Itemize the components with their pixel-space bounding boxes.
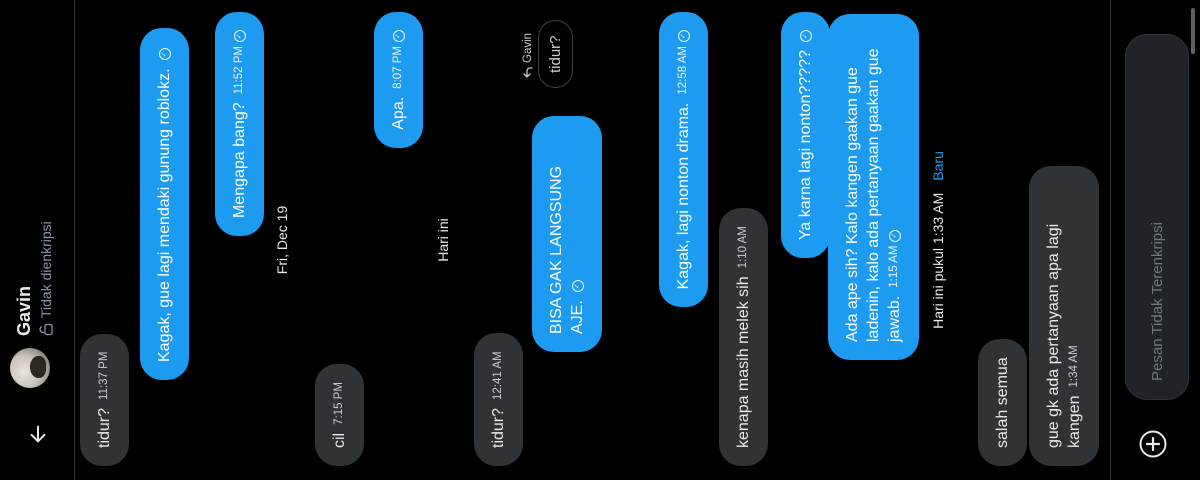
back-arrow-icon <box>30 425 46 443</box>
message-text: tidur? <box>490 407 507 448</box>
message-bubble-outgoing[interactable]: Apa. 8:07 PM ✓ <box>374 12 424 148</box>
message-text: Apa. <box>390 96 407 130</box>
reply-arrow-icon <box>523 67 533 78</box>
add-circle-icon <box>1139 430 1167 458</box>
read-check-icon: ✓ <box>571 280 584 293</box>
message-bubble-incoming[interactable]: tidur? 12:41 AM <box>474 333 524 466</box>
new-messages-divider: Hari ini pukul 1:33 AM Baru <box>930 0 946 480</box>
message-bubble-outgoing[interactable]: Ada ape sih? Kalo kangen gaakan gue lade… <box>828 14 920 360</box>
read-check-icon: ✓ <box>888 229 901 242</box>
read-check-icon: ✓ <box>158 48 171 61</box>
contact-avatar[interactable] <box>10 348 50 388</box>
message-text: Kagak, gue lagi mendaki gunung roblokz. <box>156 68 173 362</box>
message-time: 11:37 PM <box>98 351 111 400</box>
message-bubble-outgoing[interactable]: Ya karna lagi nonton????? ✓ <box>781 12 830 259</box>
date-divider: Hari ini <box>435 218 451 262</box>
read-check-icon: ✓ <box>233 30 246 42</box>
back-button[interactable] <box>18 414 58 454</box>
read-check-icon: ✓ <box>799 30 812 42</box>
contact-name[interactable]: Gavin <box>14 285 34 336</box>
scrollbar-thumb[interactable] <box>1191 8 1195 54</box>
read-check-icon: ✓ <box>392 30 405 42</box>
message-bubble-incoming[interactable]: kenapa masih melek sih 1:10 AM <box>719 208 769 466</box>
read-check-icon: ✓ <box>677 30 690 42</box>
message-bubble-incoming[interactable]: salah semua <box>978 339 1027 466</box>
message-bubble-incoming[interactable]: tidur? 11:37 PM <box>80 333 130 466</box>
new-badge: Baru <box>930 151 946 181</box>
encryption-status: Tidak dienkripsi <box>38 221 54 336</box>
message-time: 1:34 AM <box>1068 345 1081 388</box>
lock-open-icon <box>39 323 53 336</box>
message-text: Kagak, lagi nonton drama. <box>675 102 692 290</box>
reply-context: Gavin <box>522 33 534 78</box>
reply-context-label: Gavin <box>522 32 534 63</box>
message-text: gue gk ada pertanyaan apa lagi kangen <box>1045 223 1083 448</box>
message-time: 1:15 AM <box>888 245 901 288</box>
message-text: Ada ape sih? Kalo kangen gaakan gue lade… <box>844 48 903 342</box>
message-time: 7:15 PM <box>333 382 346 425</box>
add-attachment-button[interactable] <box>1135 426 1171 462</box>
message-input[interactable] <box>1125 34 1189 400</box>
message-time: 8:07 PM <box>392 46 405 89</box>
message-composer <box>1110 0 1200 480</box>
message-bubble-outgoing[interactable]: Kagak, lagi nonton drama. 12:58 AM ✓ <box>659 12 709 308</box>
message-text: cil <box>331 432 348 448</box>
message-bubble-outgoing[interactable]: Kagak, gue lagi mendaki gunung roblokz. ✓ <box>140 28 189 380</box>
message-text: Ya karna lagi nonton????? <box>797 50 814 241</box>
message-time: 11:52 PM <box>233 46 246 95</box>
message-text: kenapa masih melek sih <box>735 276 752 448</box>
conversation-header: Gavin Tidak dienkripsi <box>0 0 75 480</box>
encryption-status-text: Tidak dienkripsi <box>38 221 54 318</box>
message-bubble-outgoing[interactable]: BISA GAK LANGSUNG AJE.✓ <box>532 116 602 352</box>
message-text: Mengapa bang? <box>231 102 248 219</box>
message-text: salah semua <box>994 357 1011 448</box>
quoted-message[interactable]: tidur? <box>538 20 573 88</box>
message-text: BISA GAK LANGSUNG AJE. <box>548 165 586 334</box>
message-time: 12:41 AM <box>492 351 505 400</box>
date-divider: Fri, Dec 19 <box>274 205 290 275</box>
message-bubble-incoming[interactable]: cil 7:15 PM <box>315 364 365 466</box>
message-list[interactable]: tidur? 11:37 PM Kagak, gue lagi mendaki g… <box>74 0 1120 480</box>
message-time: 1:10 AM <box>737 226 750 269</box>
message-time: 12:58 AM <box>677 46 690 95</box>
message-bubble-incoming[interactable]: gue gk ada pertanyaan apa lagi kangen1:3… <box>1029 166 1100 466</box>
new-messages-text: Hari ini pukul 1:33 AM <box>930 192 946 329</box>
message-text: tidur? <box>96 407 113 448</box>
message-bubble-outgoing[interactable]: Mengapa bang? 11:52 PM ✓ <box>215 12 265 237</box>
